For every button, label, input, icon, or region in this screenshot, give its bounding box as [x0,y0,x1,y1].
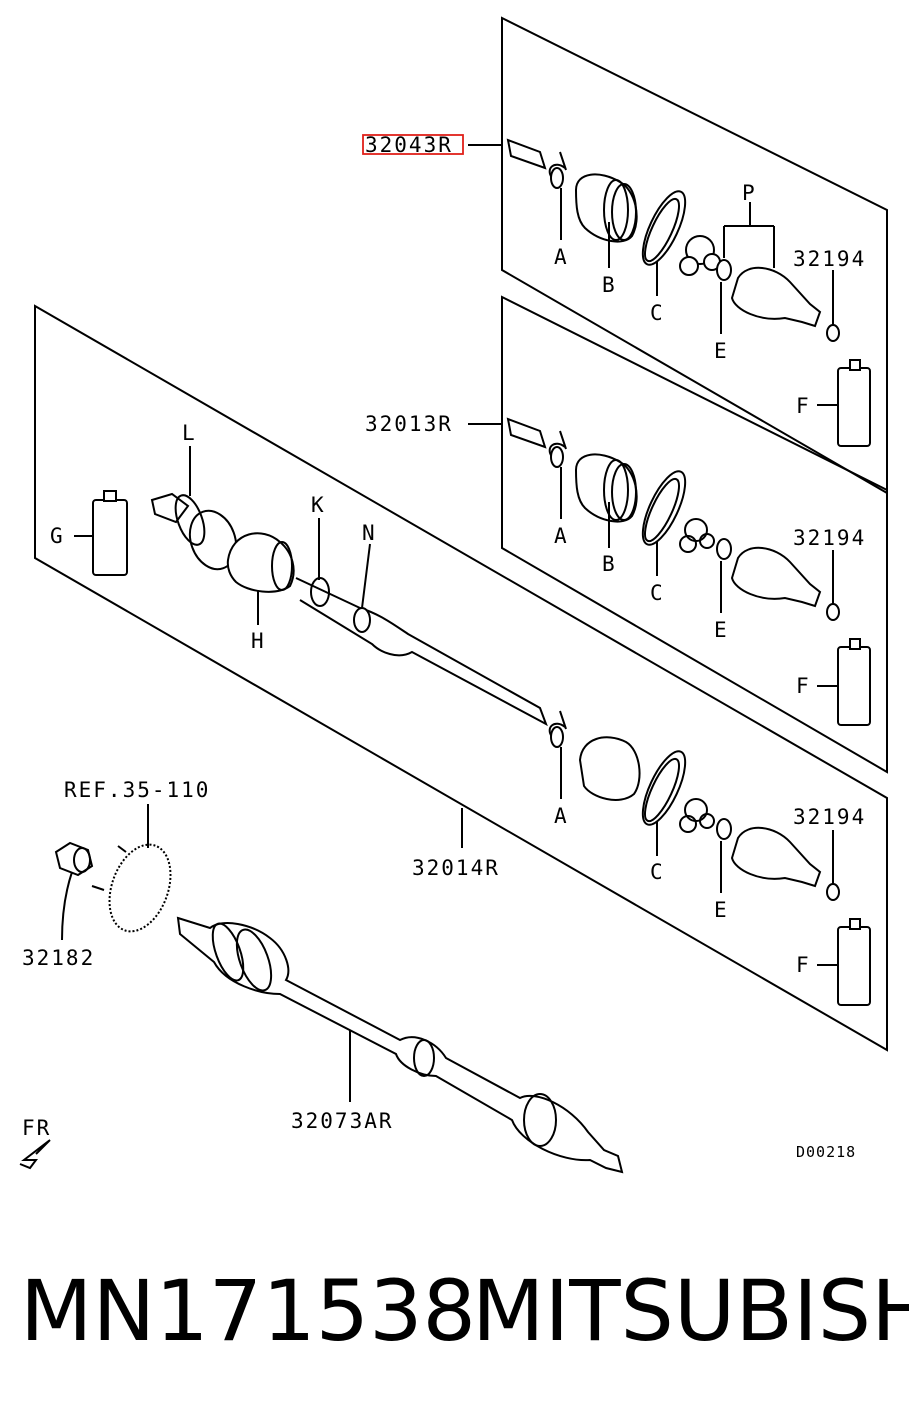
grease-f-icon [837,367,871,447]
leader-lines [61,144,838,1102]
callout-k: K [311,493,326,517]
callout-a-1: A [554,245,569,269]
callout-f-2: F [796,674,811,698]
callout-f-1: F [796,394,811,418]
label-32073ar[interactable]: 32073AR [291,1109,394,1133]
callout-b-1: B [602,273,617,297]
callout-a-2: A [554,524,569,548]
seal-c-icon [641,190,687,266]
callout-p: P [742,181,757,205]
lower-assembly [19,841,624,1174]
callout-e-2: E [714,618,729,642]
label-32014r[interactable]: 32014R [412,856,500,880]
caption-brand: MITSUBISHI [472,1262,909,1360]
label-32013r[interactable]: 32013R [365,412,453,436]
diagram-code: D00218 [796,1143,856,1161]
panel1-parts [506,138,871,447]
front-marker: FR [22,1116,51,1140]
drive-shaft-icon [176,916,624,1174]
outer-race-p-icon [730,266,822,328]
highlight-box [362,134,464,155]
label-32182[interactable]: 32182 [22,946,95,970]
boot-b-icon [574,173,638,243]
callout-f-3: F [796,953,811,977]
label-32194-3[interactable]: 32194 [793,805,866,829]
callout-c-1: C [650,301,665,325]
callout-l: L [182,421,197,445]
label-ref-35-110[interactable]: REF.35-110 [64,778,210,802]
callout-c-3: C [650,860,665,884]
callout-e-1: E [714,339,729,363]
caption-part-number: MN171538 [20,1262,476,1360]
callout-g: G [50,524,65,548]
clamp-n-icon [353,607,371,633]
clamp-a-ring-icon [550,167,564,189]
label-32194-2[interactable]: 32194 [793,526,866,550]
circlip-icon [826,324,840,342]
label-32194-1[interactable]: 32194 [793,247,866,271]
label-32043r[interactable]: 32043R [365,133,453,157]
shaft-stub-icon [506,138,547,170]
callout-h: H [251,629,266,653]
clamp-l-icon [174,494,206,546]
panel-32014r [34,304,888,1052]
callout-a-3: A [554,804,569,828]
shaft-icon [295,577,548,727]
hub-icon [108,843,172,933]
panel2-parts [506,417,871,726]
boot-b2-icon [574,453,638,523]
panel-32013r [501,295,888,774]
callout-c-2: C [650,581,665,605]
grease-g-icon [92,499,128,576]
callout-e-3: E [714,898,729,922]
boot-h-icon [226,532,295,593]
callout-n: N [362,521,377,545]
front-arrow-icon [19,1139,51,1170]
callout-b-2: B [602,552,617,576]
panel3-parts [92,490,871,1006]
snap-ring-e-icon [716,259,732,281]
